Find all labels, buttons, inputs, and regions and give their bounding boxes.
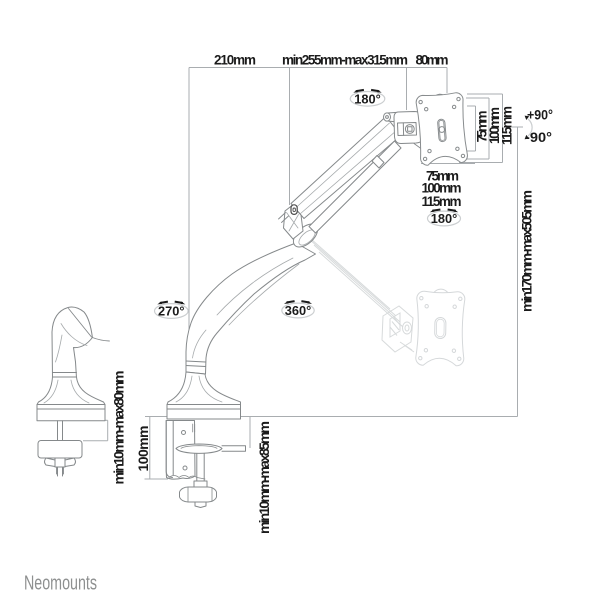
svg-text:100mm: 100mm	[135, 426, 151, 472]
svg-text:80mm: 80mm	[416, 52, 449, 67]
svg-text:Neomounts: Neomounts	[24, 572, 97, 595]
svg-text:min170mm-max505mm: min170mm-max505mm	[519, 190, 535, 312]
svg-text:115mm: 115mm	[422, 194, 462, 209]
svg-text:115mm: 115mm	[500, 106, 515, 145]
svg-text:270°: 270°	[158, 304, 185, 319]
svg-text:+90°: +90°	[527, 108, 553, 123]
svg-text:210mm: 210mm	[214, 52, 256, 67]
svg-text:75mm: 75mm	[475, 111, 490, 143]
svg-text:100mm: 100mm	[487, 107, 502, 144]
svg-text:360°: 360°	[285, 303, 312, 318]
svg-text:180°: 180°	[354, 91, 381, 106]
svg-text:100mm: 100mm	[422, 181, 462, 196]
svg-text:75mm: 75mm	[426, 169, 459, 184]
svg-text:min10mm-max80mm: min10mm-max80mm	[111, 371, 127, 485]
svg-text:min10mm-max85mm: min10mm-max85mm	[256, 421, 272, 534]
svg-text:min255mm-max315mm: min255mm-max315mm	[282, 52, 408, 67]
svg-text:180°: 180°	[431, 211, 458, 226]
svg-text:-90°: -90°	[525, 130, 552, 145]
